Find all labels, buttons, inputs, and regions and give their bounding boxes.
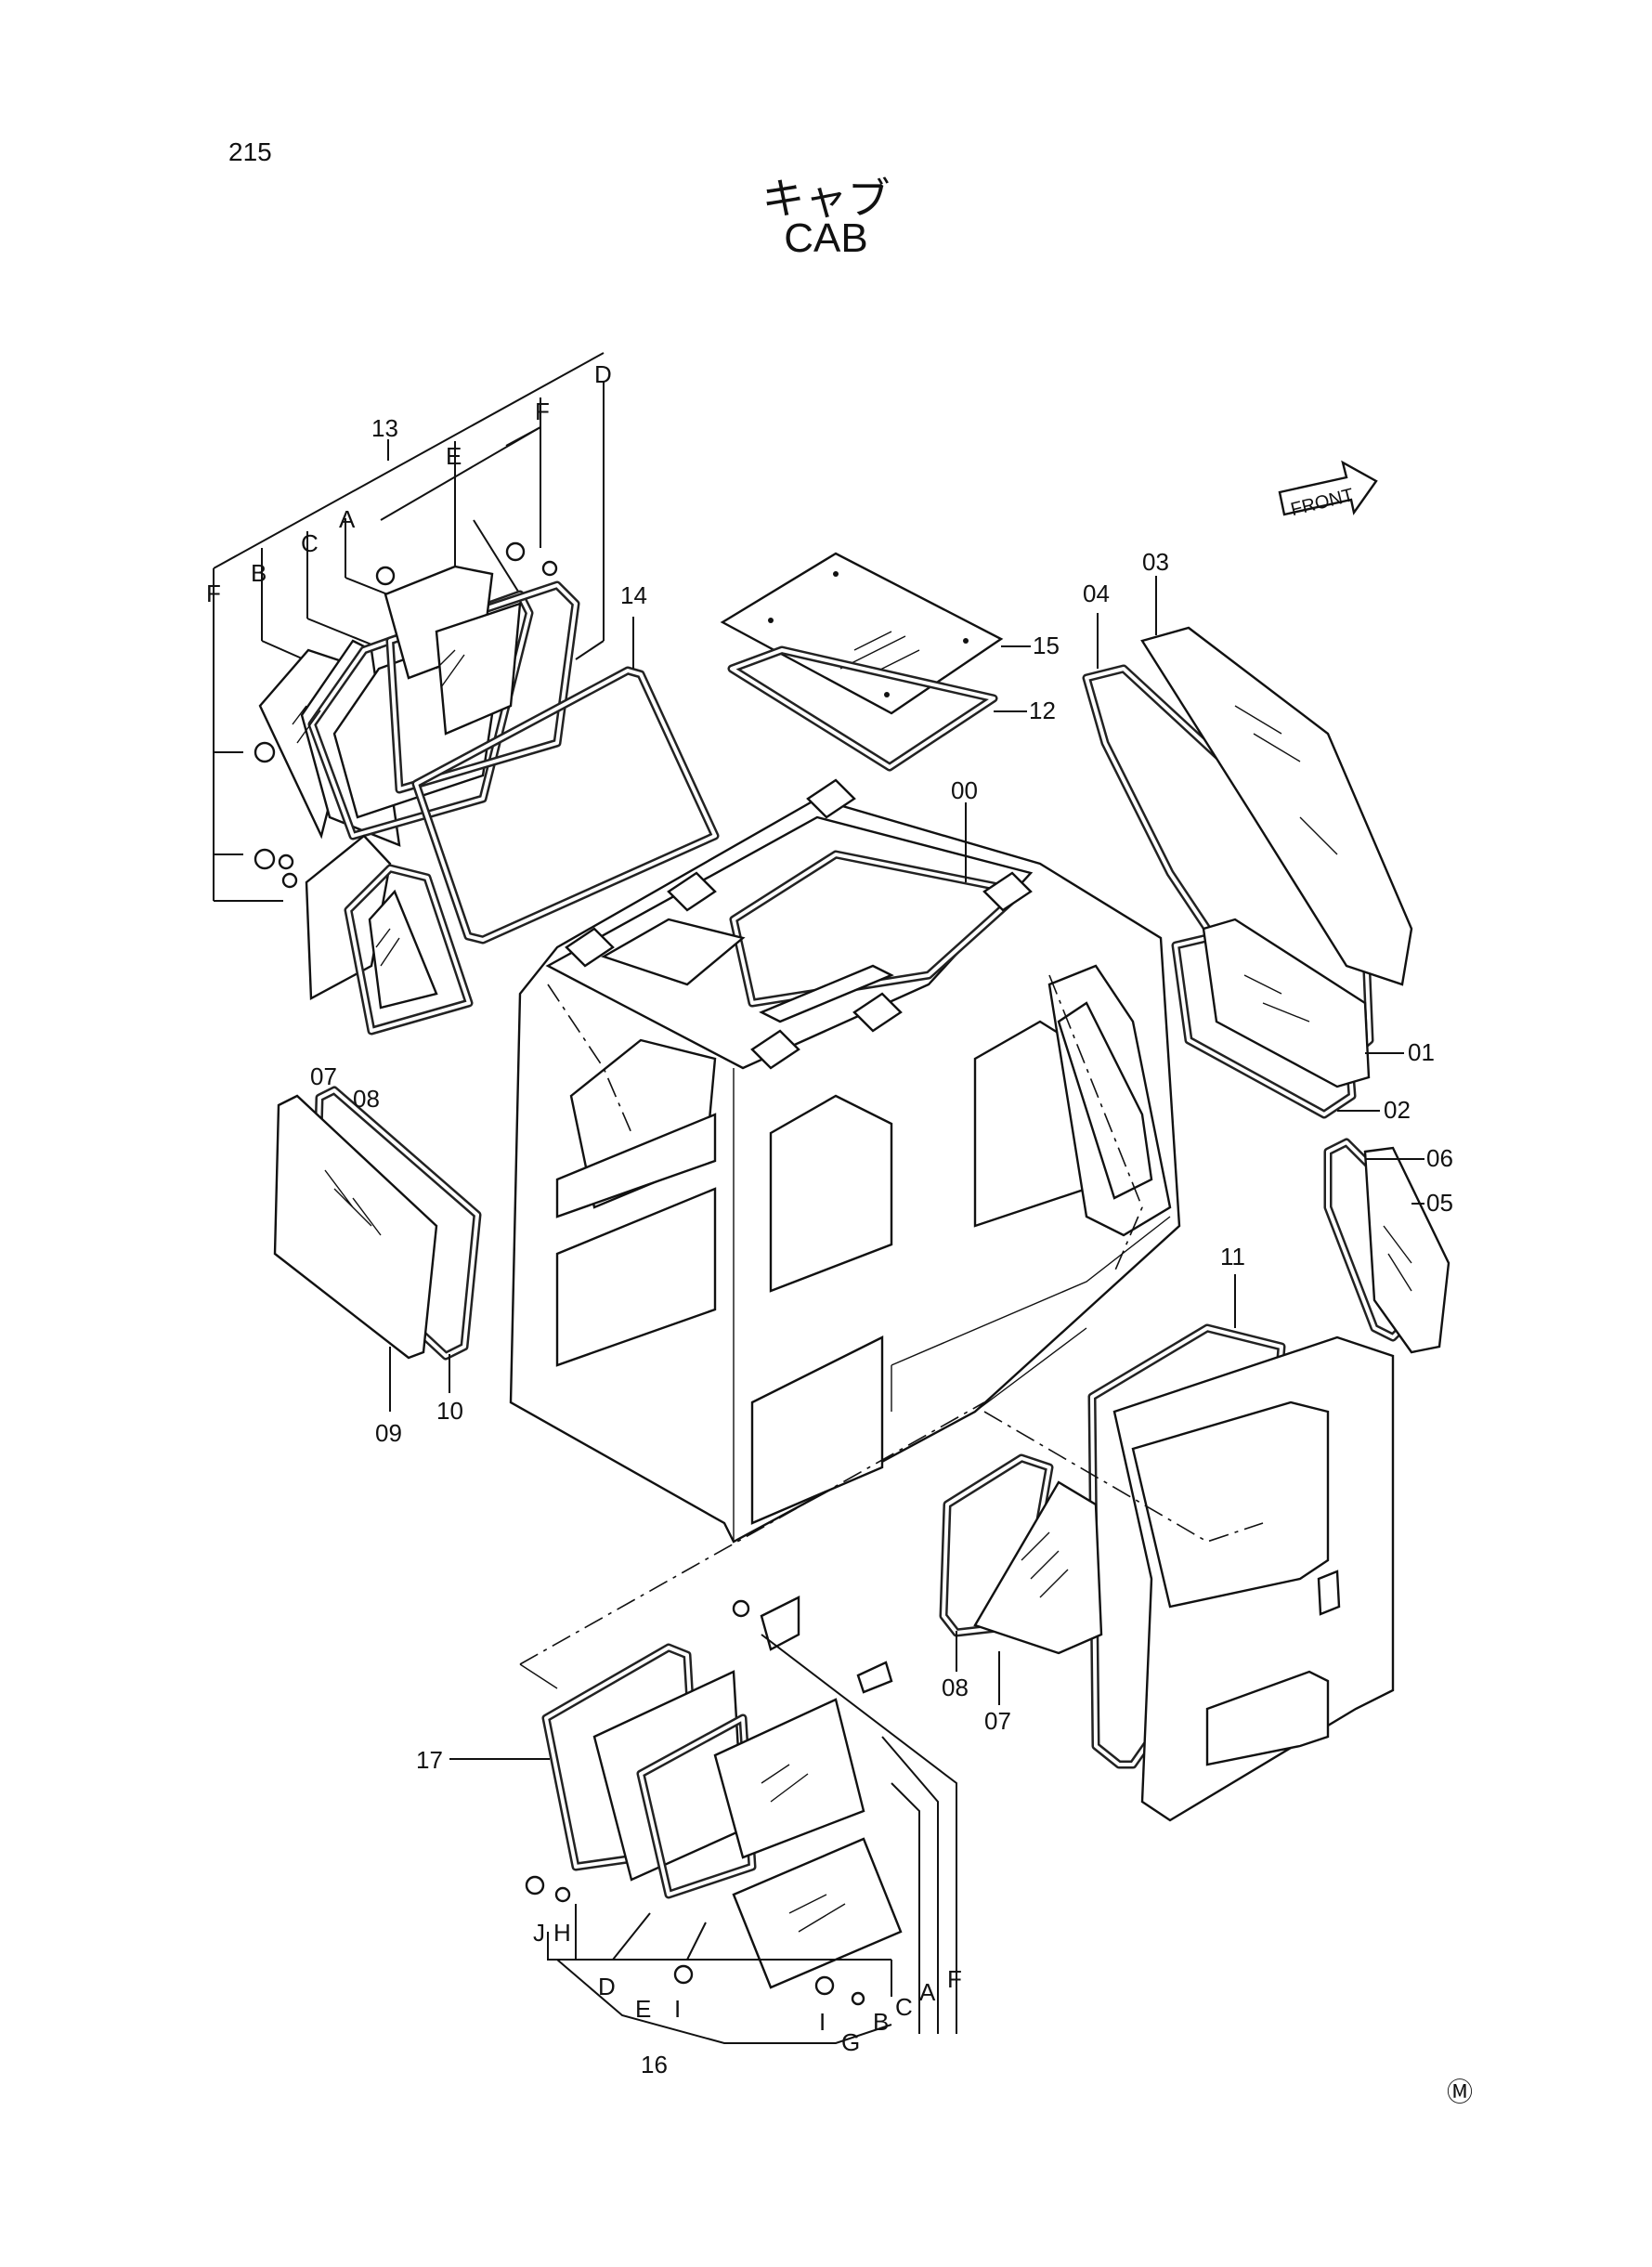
callout-07-upper: 07 [310, 1062, 337, 1090]
window-07-08-lower [939, 1453, 1103, 1705]
letter-D-top: D [594, 360, 612, 388]
callout-12: 12 [1029, 697, 1056, 724]
title-japanese: キャブ [761, 174, 891, 224]
front-arrow: FRONT [1278, 460, 1378, 520]
letter-D-bottom: D [598, 1973, 616, 2000]
callout-numbers: 13 14 15 12 00 04 03 01 02 06 05 07 08 0… [310, 414, 1453, 2078]
callout-10: 10 [436, 1397, 463, 1425]
roof-window-15 [720, 552, 1031, 715]
callout-13: 13 [371, 414, 398, 442]
letter-A-bottom: A [919, 1978, 936, 2006]
lower-window-group-17 [449, 1401, 985, 2044]
letter-G-bottom: G [841, 2028, 860, 2056]
roof-seal-12 [727, 645, 1027, 772]
cab-body-00 [509, 778, 1181, 1544]
letter-F-top: F [535, 397, 550, 425]
callout-15: 15 [1033, 632, 1060, 659]
callout-05: 05 [1426, 1189, 1453, 1217]
callout-11: 11 [1220, 1243, 1245, 1270]
letter-E-bottom: E [635, 1995, 651, 2023]
callout-01: 01 [1408, 1038, 1435, 1066]
callout-08-lower: 08 [942, 1674, 969, 1701]
letter-B-top: B [251, 559, 267, 587]
left-upper-window-set [254, 541, 580, 1036]
letter-F-bottom: F [947, 1965, 962, 1993]
callout-17: 17 [416, 1746, 443, 1774]
callout-14: 14 [620, 581, 647, 609]
letter-E-top: E [446, 442, 462, 470]
letters-top: A B C D E F F [206, 360, 612, 607]
page-number: 215 [228, 137, 272, 166]
door-group-11 [983, 1274, 1395, 1822]
callout-06: 06 [1426, 1144, 1453, 1172]
callout-02: 02 [1384, 1096, 1411, 1124]
window-09-10 [273, 1086, 482, 1412]
letter-I-bottom-right: I [819, 2008, 826, 2036]
callout-09: 09 [375, 1419, 402, 1447]
letter-F-left: F [206, 580, 221, 607]
callout-04: 04 [1083, 580, 1110, 607]
title-english: CAB [784, 215, 868, 261]
letter-C-top: C [301, 529, 319, 557]
callout-03: 03 [1142, 548, 1169, 576]
letters-bottom: J H D E I I G B C A F [533, 1919, 962, 2056]
callout-00: 00 [951, 776, 978, 804]
letter-A-top: A [339, 505, 356, 533]
letter-J-bottom: J [533, 1919, 545, 1947]
callout-07-lower: 07 [984, 1707, 1011, 1735]
seal-14 [411, 617, 720, 945]
right-window-group [1082, 576, 1450, 1354]
letter-B-bottom: B [873, 2008, 889, 2036]
callout-16: 16 [641, 2051, 668, 2078]
letter-I-bottom-left: I [674, 1995, 681, 2023]
copyright-mark: Ⓜ [1447, 2077, 1473, 2107]
letter-C-bottom: C [895, 1993, 913, 2021]
callout-08-upper: 08 [353, 1085, 380, 1113]
letter-H-bottom: H [553, 1919, 571, 1947]
